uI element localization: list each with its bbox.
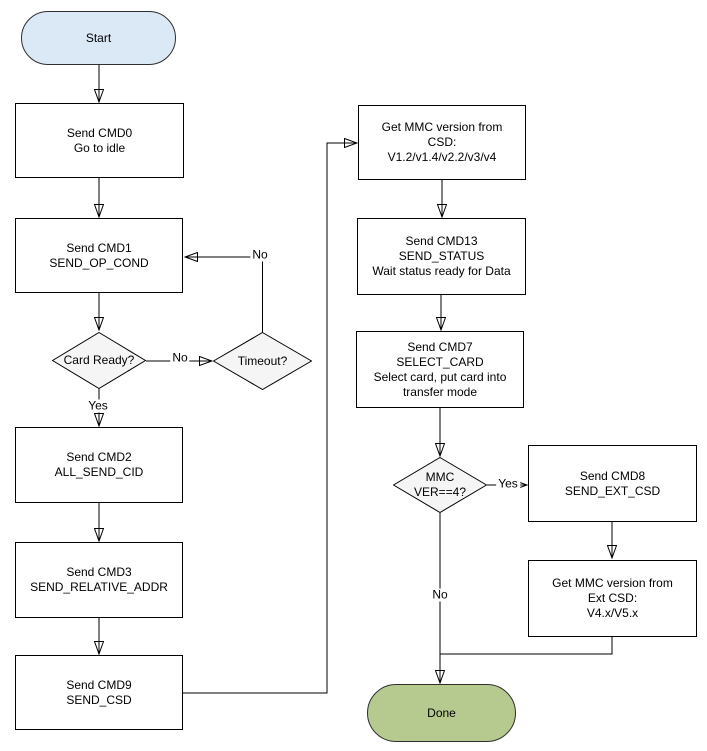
node-getextver-line3: V4.x/V5.x xyxy=(586,606,639,620)
edge-cmd9-getver xyxy=(183,143,357,694)
edge-label-mmc-ver-no: No xyxy=(430,587,450,602)
node-card-ready-label: Card Ready? xyxy=(63,353,135,367)
diamond-shape xyxy=(213,332,312,390)
node-cmd3-line1: Send CMD3 xyxy=(66,565,132,579)
node-getver-line2: CSD: xyxy=(427,135,457,149)
node-cmd3-line2: SEND_RELATIVE_ADDR xyxy=(30,580,168,594)
edge-label-mmc-ver-yes: Yes xyxy=(496,476,520,491)
node-cmd3: Send CMD3 SEND_RELATIVE_ADDR xyxy=(15,542,183,618)
node-done-label: Done xyxy=(427,705,456,720)
edge-label-card-ready-yes: Yes xyxy=(86,398,110,413)
edge-getextver-merge xyxy=(440,637,613,655)
node-cmd9-line2: SEND_CSD xyxy=(66,692,132,707)
node-get-mmc-version-csd: Get MMC version from CSD: V1.2/v1.4/v2.2… xyxy=(358,105,526,180)
node-cmd0: Send CMD0 Go to idle xyxy=(15,103,184,178)
node-timeout-label: Timeout? xyxy=(237,353,288,368)
node-cmd13-line1: Send CMD13 xyxy=(405,234,478,248)
diamond-shape xyxy=(393,457,487,513)
node-start-label: Start xyxy=(85,30,112,45)
node-cmd2-line2: ALL_SEND_CID xyxy=(54,465,144,479)
edge-timeout-cmd1 xyxy=(185,257,263,332)
node-done: Done xyxy=(367,684,516,742)
node-cmd8: Send CMD8 SEND_EXT_CSD xyxy=(528,445,697,522)
node-cmd2: Send CMD2 ALL_SEND_CID xyxy=(15,427,183,503)
node-cmd1: Send CMD1 SEND_OP_COND xyxy=(15,218,183,293)
node-cmd7-line4: transfer mode xyxy=(402,384,478,399)
node-cmd0-line2: Go to idle xyxy=(73,140,126,155)
node-cmd0-line1: Send CMD0 xyxy=(66,125,133,140)
node-mmc-ver-line1: MMC xyxy=(425,470,455,484)
node-getver-line1: Get MMC version from xyxy=(381,120,503,134)
diamond-shape xyxy=(52,332,146,389)
node-cmd8-line1: Send CMD8 xyxy=(579,468,646,483)
node-cmd1-line2: SEND_OP_COND xyxy=(49,255,149,270)
node-getextver-line1: Get MMC version from xyxy=(552,576,673,590)
edge-label-card-ready-no: No xyxy=(170,350,190,365)
node-getver-line3: V1.2/v1.4/v2.2/v3/v4 xyxy=(387,150,497,164)
node-mmc-ver-4: MMC VER==4? xyxy=(393,457,487,513)
node-mmc-ver-line2: VER==4? xyxy=(413,485,467,499)
node-cmd9: Send CMD9 SEND_CSD xyxy=(15,655,183,730)
node-cmd13: Send CMD13 SEND_STATUS Wait status ready… xyxy=(357,218,526,295)
node-cmd7-line1: Send CMD7 xyxy=(407,339,473,354)
node-cmd7-line3: Select card, put card into xyxy=(373,369,507,384)
node-cmd1-line1: Send CMD1 xyxy=(66,240,132,255)
node-get-mmc-version-ext-csd: Get MMC version from Ext CSD: V4.x/V5.x xyxy=(528,560,697,637)
node-card-ready: Card Ready? xyxy=(52,332,146,389)
node-cmd7-line2: SELECT_CARD xyxy=(396,354,484,369)
node-start: Start xyxy=(21,11,176,65)
node-timeout: Timeout? xyxy=(213,332,312,390)
node-cmd9-line1: Send CMD9 xyxy=(66,677,132,692)
edge-label-timeout-no: No xyxy=(250,247,270,262)
node-cmd8-line2: SEND_EXT_CSD xyxy=(564,483,661,498)
node-cmd2-line1: Send CMD2 xyxy=(66,450,132,464)
node-cmd13-line3: Wait status ready for Data xyxy=(372,264,511,278)
node-cmd13-line2: SEND_STATUS xyxy=(398,249,485,263)
node-getextver-line2: Ext CSD: xyxy=(587,591,638,605)
node-cmd7: Send CMD7 SELECT_CARD Select card, put c… xyxy=(356,331,524,408)
